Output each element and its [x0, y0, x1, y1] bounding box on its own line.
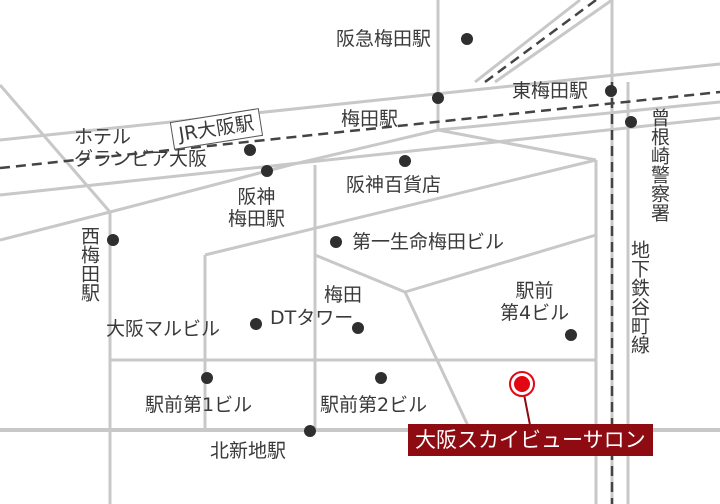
label-ekimae4: 駅前 第4ビル	[500, 280, 570, 324]
road-jr-lower	[0, 116, 720, 197]
nishi-umeda-dot	[107, 234, 119, 246]
road-hankyu-b	[494, 0, 613, 84]
dt-tower-dot	[352, 322, 364, 334]
destination-marker[interactable]	[509, 371, 535, 397]
label-sonezaki-police: 曾根崎警察署	[648, 108, 670, 222]
label-hankyu-umeda: 阪急梅田駅	[336, 28, 432, 50]
umeda-station-dot	[432, 92, 444, 104]
rail-jr	[0, 90, 720, 170]
ekimae2-dot	[375, 372, 387, 384]
label-hanshin-dept: 阪神百貨店	[346, 174, 442, 196]
road-inner-3	[204, 158, 597, 257]
road-left-diagonal	[0, 84, 112, 213]
daiichi-seimei-dot	[330, 236, 342, 248]
label-osaka-maru: 大阪マルビル	[106, 318, 221, 340]
label-ekimae1: 駅前第1ビル	[145, 394, 253, 416]
label-nishi-umeda: 西梅田駅	[78, 226, 100, 302]
destination-label[interactable]: 大阪スカイビューサロン	[408, 424, 653, 456]
osaka-maru-dot	[250, 318, 262, 330]
label-daiichi-seimei: 第一生命梅田ビル	[352, 231, 505, 253]
road-hankyu-a	[474, 0, 581, 84]
road-umeda-se	[437, 128, 597, 162]
hotel-granvia-dot	[244, 144, 256, 156]
ekimae1-dot	[201, 372, 213, 384]
label-ekimae2: 駅前第2ビル	[320, 394, 428, 416]
label-higashi-umeda: 東梅田駅	[512, 80, 589, 102]
label-kitashinchi: 北新地駅	[210, 440, 287, 462]
label-umeda-station: 梅田駅	[341, 108, 399, 130]
label-hotel-granvia: ホテル グランビア大阪	[74, 126, 208, 170]
ekimae4-dot	[565, 329, 577, 341]
sonezaki-police-dot	[625, 116, 637, 128]
hanshin-umeda-dot	[261, 165, 273, 177]
hankyu-umeda-dot	[461, 33, 473, 45]
road-jr-upper	[0, 62, 720, 142]
label-subway-tanimachi: 地下鉄谷町線	[628, 240, 650, 354]
rail-hankyu	[484, 0, 597, 84]
label-hanshin-umeda: 阪神 梅田駅	[228, 186, 286, 230]
higashi-umeda-dot	[605, 85, 617, 97]
label-umeda-dt: 梅田	[324, 284, 363, 306]
kitashinchi-dot	[304, 425, 316, 437]
label-dt-tower: DTタワー	[270, 307, 354, 329]
hanshin-dept-dot	[399, 155, 411, 167]
road-upper-horizontal	[0, 100, 720, 242]
